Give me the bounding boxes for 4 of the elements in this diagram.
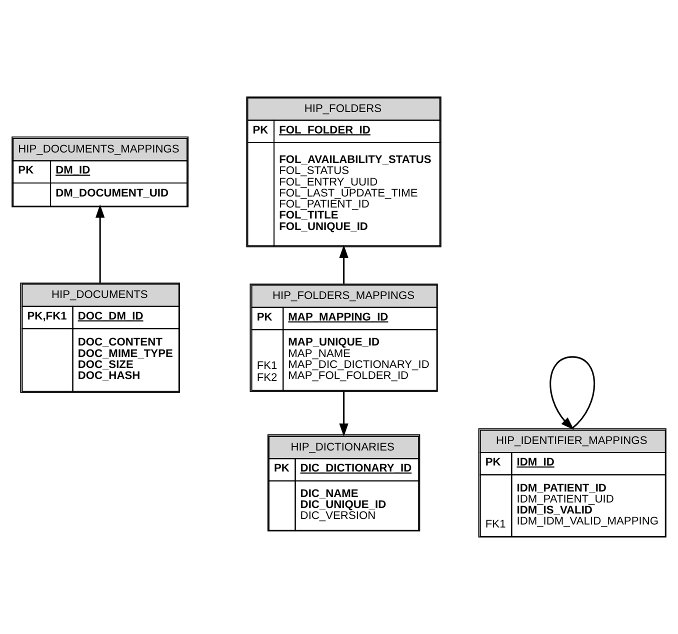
arrow: [339, 244, 348, 284]
arrow: [95, 204, 105, 283]
arrow: [550, 356, 596, 430]
arrow: [339, 392, 348, 437]
